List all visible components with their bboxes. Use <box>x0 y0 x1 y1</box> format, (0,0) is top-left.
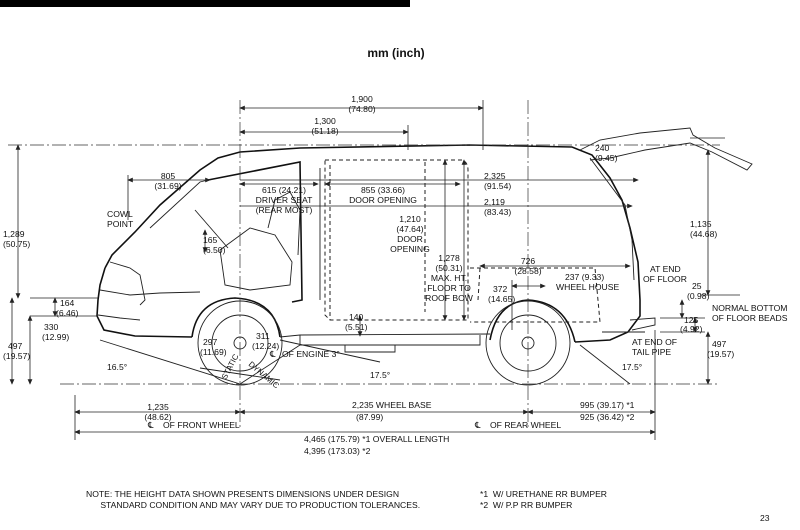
dim-497-right-mm: 497 <box>712 339 727 349</box>
design-note: NOTE: THE HEIGHT DATA SHOWN PRESENTS DIM… <box>86 489 421 510</box>
opening-label: OPENING <box>390 244 430 254</box>
dim-726-in: (28.58) <box>514 266 541 276</box>
door-opening-label: DOOR OPENING <box>349 195 417 205</box>
dim-615: 615 (24.21) <box>262 185 306 195</box>
overall-length-2: 4,395 (173.03) *2 <box>304 446 371 456</box>
dim-237: 237 (9.33) <box>565 272 604 282</box>
max-ht-label: MAX. HT. <box>431 273 467 283</box>
dim-805-in: (31.69) <box>154 181 181 191</box>
dim-497-left-in: (19.57) <box>3 351 30 361</box>
dim-140-in: (5.51) <box>345 322 368 332</box>
dim-1135-in: (44.68) <box>690 229 717 239</box>
at-end-label: AT END <box>650 264 681 274</box>
dim-25-in: (0.98) <box>687 291 710 301</box>
footnote-1: *1 W/ URETHANE RR BUMPER <box>480 489 608 499</box>
dim-125-in: (4.92) <box>680 324 703 334</box>
centerline-mark-rear: ℄ <box>474 420 481 430</box>
dim-1289-mm: 1,289 <box>3 229 25 239</box>
dim-311-in: (12.24) <box>252 341 279 351</box>
dim-372-in: (14.65) <box>488 294 515 304</box>
dim-1300-mm: 1,300 <box>314 116 336 126</box>
rear-wheel-label: OF REAR WHEEL <box>490 420 561 430</box>
wheelbase-label: 2,235 WHEEL BASE <box>352 400 432 410</box>
tail-pipe-label: TAIL PIPE <box>632 347 671 357</box>
dim-925: 925 (36.42) *2 <box>580 412 635 422</box>
at-end-of-label: AT END OF <box>632 337 677 347</box>
dim-330-in: (12.99) <box>42 332 69 342</box>
cowl-label: COWL <box>107 209 133 219</box>
dim-726-mm: 726 <box>521 256 536 266</box>
wheelbase-in: (87.99) <box>356 412 383 422</box>
roof-bow-label: ROOF BOW <box>425 293 474 303</box>
engine-label: OF ENGINE 3° <box>282 349 340 359</box>
dim-805-mm: 805 <box>161 171 176 181</box>
angle-16-5: 16.5° <box>107 362 127 372</box>
dim-311-mm: 311 <box>256 331 270 341</box>
angle-17-5-bottom: 17.5° <box>370 370 390 380</box>
dim-1235-in: (48.62) <box>144 412 171 422</box>
dim-240-mm: 240 <box>595 143 610 153</box>
dim-855: 855 (33.66) <box>361 185 405 195</box>
dim-372-mm: 372 <box>493 284 508 294</box>
dim-1278-mm: 1,278 <box>438 253 460 263</box>
rear-most-label: (REAR MOST) <box>256 205 313 215</box>
centerline-mark-engine: ℄ <box>269 349 276 359</box>
floor-beads-label: OF FLOOR BEADS <box>712 313 788 323</box>
angle-17-5-rear: 17.5° <box>622 362 642 372</box>
dim-2325-in: (91.54) <box>484 181 511 191</box>
dimension-lines <box>9 100 740 440</box>
dim-240-in: (9.45) <box>595 153 618 163</box>
dimension-labels: 1,900 (74.80) 1,300 (51.18) 240 (9.45) 8… <box>3 94 788 456</box>
dim-25-mm: 25 <box>692 281 702 291</box>
dim-1300-in: (51.18) <box>311 126 338 136</box>
footnote-2: *2 W/ P.P RR BUMPER <box>480 500 573 510</box>
dim-995: 995 (39.17) *1 <box>580 400 635 410</box>
dim-497-left-mm: 497 <box>8 341 23 351</box>
dim-165-mm: 165 <box>203 235 218 245</box>
dim-164-in: (6.46) <box>56 308 79 318</box>
driver-seat-label: DRIVER SEAT <box>256 195 313 205</box>
cargo-area-outline <box>324 159 601 323</box>
dim-1210-mm: 1,210 <box>399 214 421 224</box>
dim-164-mm: 164 <box>60 298 75 308</box>
dim-165-in: (6.50) <box>203 245 226 255</box>
dim-1235-mm: 1,235 <box>147 402 169 412</box>
door-label: DOOR <box>397 234 423 244</box>
page-number: 23 <box>760 513 770 523</box>
dim-2119-mm: 2,119 <box>484 197 505 207</box>
floor-to-label: FLOOR TO <box>427 283 471 293</box>
dim-330-mm: 330 <box>44 322 59 332</box>
of-floor-label: OF FLOOR <box>643 274 687 284</box>
dim-125-mm: 125 <box>684 315 699 325</box>
front-wheel-label: OF FRONT WHEEL <box>163 420 240 430</box>
dim-1900-mm: 1,900 <box>351 94 373 104</box>
dim-1278-in: (50.31) <box>435 263 462 273</box>
normal-bottom-label: NORMAL BOTTOM <box>712 303 787 313</box>
dim-297-mm: 297 <box>203 337 218 347</box>
dim-297-in: (11.69) <box>200 347 227 357</box>
unit-title: mm (inch) <box>367 46 424 60</box>
point-label: POINT <box>107 219 134 229</box>
dim-1289-in: (50.75) <box>3 239 30 249</box>
top-black-bar <box>0 0 410 7</box>
dim-1210-in: (47.64) <box>396 224 423 234</box>
dim-1900-in: (74.80) <box>348 104 375 114</box>
dim-2325-mm: 2,325 <box>484 171 506 181</box>
dim-2119-in: (83.43) <box>484 207 511 217</box>
van-outline <box>96 127 753 353</box>
wheel-house-label: WHEEL HOUSE <box>556 282 619 292</box>
overall-length-1: 4,465 (175.79) *1 OVERALL LENGTH <box>304 434 449 444</box>
dim-140-mm: 140 <box>349 312 364 322</box>
dim-497-right-in: (19.57) <box>707 349 734 359</box>
dim-1135-mm: 1,135 <box>690 219 712 229</box>
centerline-mark-front: ℄ <box>147 420 154 430</box>
